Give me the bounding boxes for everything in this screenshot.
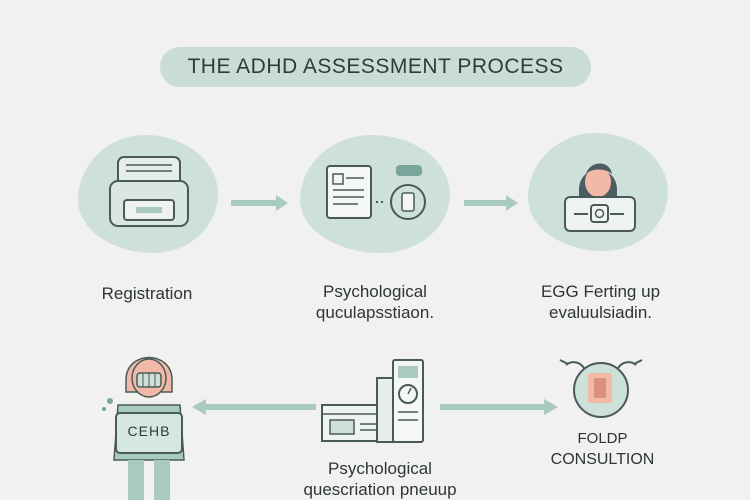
clinic-building-icon bbox=[321, 359, 424, 443]
step-4-line-2: quescriation pneuup bbox=[303, 480, 457, 499]
registration-machine-icon bbox=[109, 156, 189, 227]
step-5-line-1: FOLDP bbox=[577, 430, 628, 447]
questionnaire-icon bbox=[326, 165, 426, 220]
step-5-line-2: CONSULTION bbox=[550, 451, 655, 468]
diagram-title: THE ADHD ASSESSMENT PROCESS bbox=[187, 55, 564, 78]
arrow-1 bbox=[231, 195, 288, 211]
step-1-line-1: Registration bbox=[101, 284, 193, 303]
patient-with-device-icon bbox=[102, 356, 185, 500]
arrow-right-bottom bbox=[440, 399, 558, 415]
step-3-line-2: evaluulsiadin. bbox=[548, 303, 652, 322]
step-2-line-1: Psychological bbox=[323, 282, 427, 301]
arrow-left-bottom bbox=[192, 399, 316, 415]
step-consultation-label: FOLDP CONSULTION bbox=[535, 428, 670, 470]
step-2-line-2: quculapsstiaon. bbox=[315, 303, 435, 322]
step-questionnaire-label: Psychological quculapsstiaon. bbox=[290, 281, 460, 323]
step-followup-questionnaire-label: Psychological quescriation pneuup bbox=[295, 458, 465, 500]
step-4-line-1: Psychological bbox=[328, 459, 432, 478]
step-registration-label: Registration bbox=[72, 283, 222, 304]
questionnaire-blob bbox=[300, 135, 450, 253]
device-label-text: CEHB bbox=[127, 423, 171, 439]
eeg-person-icon bbox=[564, 163, 636, 232]
arrow-2 bbox=[464, 195, 518, 211]
step-eeg-label: EGG Ferting up evaluulsiadin. bbox=[513, 281, 688, 323]
consultation-icon bbox=[559, 359, 643, 418]
step-3-line-1: EGG Ferting up bbox=[540, 282, 661, 301]
device-screen-label: CEHB bbox=[118, 423, 180, 439]
title-banner: THE ADHD ASSESSMENT PROCESS bbox=[160, 47, 591, 87]
